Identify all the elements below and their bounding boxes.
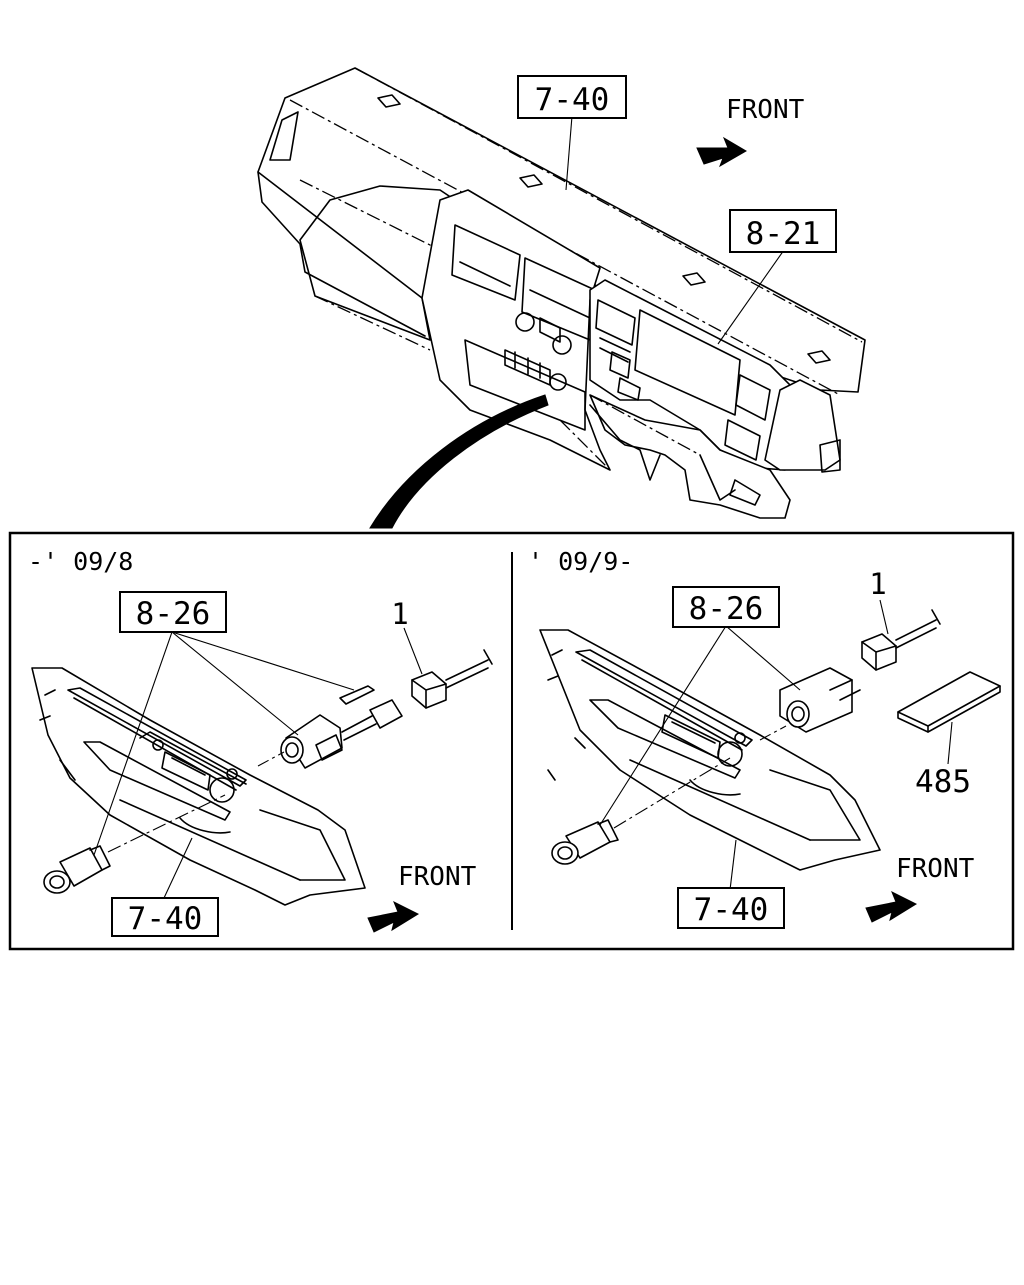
left-harness-ref-label: 8-26 [136,596,211,632]
callout-leader [947,721,953,765]
meter-ref-label: 8-21 [746,216,821,252]
dash-panel-ref-label: 7-40 [535,82,610,118]
left-center-panel [31,667,366,906]
variant-label-right: ' 09/9- [528,547,633,576]
lighter-knob-right [551,819,619,865]
front-arrow-icon-right [865,890,918,923]
front-arrow-icon-left [367,900,420,933]
callout-leader [403,627,423,675]
assembly-line [107,794,226,853]
lighter-knob-left [43,845,111,894]
front-direction-label-top: FRONT [726,95,805,125]
front-arrow-icon-top [696,136,747,168]
callout-leader [565,115,573,191]
callout-leader [729,839,737,891]
detail-pointer-arrow [369,394,549,529]
callout-leader [717,249,785,345]
right-panel-ref-label: 7-40 [694,892,769,928]
right-part-number: 1 [869,567,886,601]
socket-harness-left [280,685,403,769]
right-center-panel [539,629,881,871]
left-part-number: 1 [391,597,408,631]
front-direction-label-right: FRONT [896,854,975,884]
detail-frame [8,531,1015,951]
callout-box-8-21 [729,209,837,253]
socket-right [779,667,861,733]
label-plate-485 [897,671,1001,733]
left-panel-ref-label: 7-40 [128,901,203,937]
front-direction-label-left: FRONT [398,862,477,892]
callout-leader [879,599,889,635]
callout-leader [171,631,299,736]
callout-leader [93,631,173,856]
part-1-relay-left [411,649,493,709]
variant-label-left: -' 09/8 [28,547,133,576]
label-part-number: 485 [915,764,971,800]
callout-box-8-26-right [672,586,780,628]
callout-box-7-40-right [677,887,785,929]
callout-leader [599,625,727,826]
part-1-relay-right [861,609,941,671]
callout-box-8-26-left [119,591,227,633]
assembly-line [257,751,285,767]
callout-box-7-40-left [111,897,219,937]
assembly-line [613,757,731,829]
callout-leader [171,631,355,691]
right-harness-ref-label: 8-26 [689,591,764,627]
callout-leader [163,837,193,899]
callout-box-7-40 [517,75,627,119]
dashboard-assembly [257,67,866,519]
assembly-line [759,725,787,741]
callout-leader [725,625,801,691]
